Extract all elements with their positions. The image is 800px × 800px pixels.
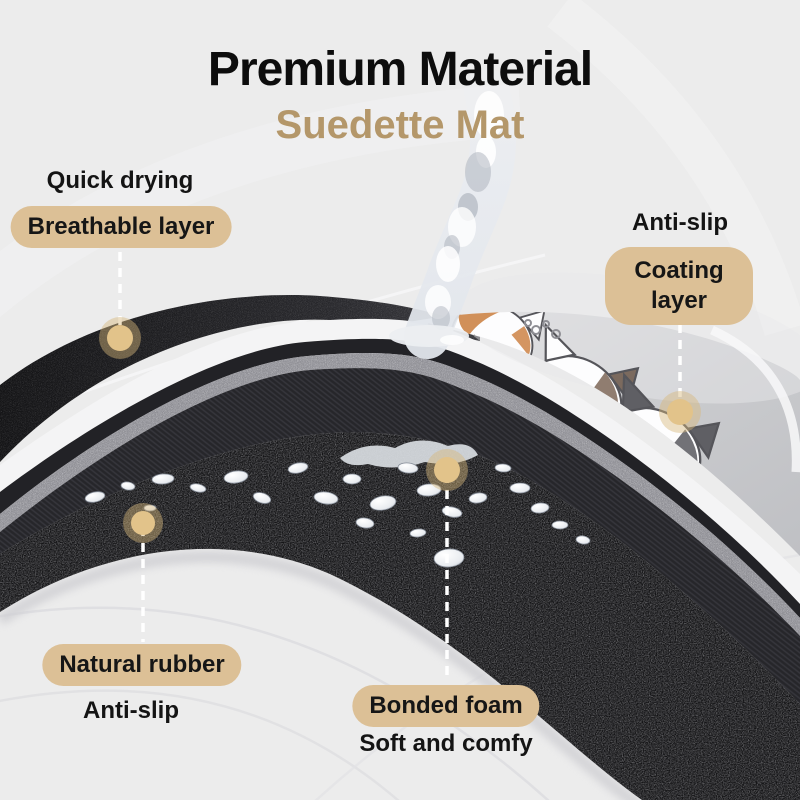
label-bonded-foam: Bonded foam [352,685,540,727]
page-subtitle: Suedette Mat [275,103,525,147]
mat-shadow [0,550,642,800]
water-stream [389,69,517,359]
label-coating-layer: Coating layer [605,247,753,325]
callout-dots [99,317,701,543]
woven-band [0,368,800,704]
label-breathable-layer: Breathable layer [10,206,232,248]
tag-soft-and-comfy: Soft and comfy [359,730,533,757]
paw-stamp [524,319,561,339]
tag-anti-slip-top: Anti-slip [632,209,728,236]
tag-quick-drying: Quick drying [46,167,194,194]
callout-lines [118,252,682,682]
tag-anti-slip-bottom: Anti-slip [83,697,179,724]
callout-dot-foam [426,449,468,491]
callout-dot-rubber [123,503,163,543]
label-natural-rubber: Natural rubber [42,644,242,686]
callout-dot-coating [659,391,701,433]
callout-dot-breathable [99,317,141,359]
page-title: Premium Material [207,43,593,96]
